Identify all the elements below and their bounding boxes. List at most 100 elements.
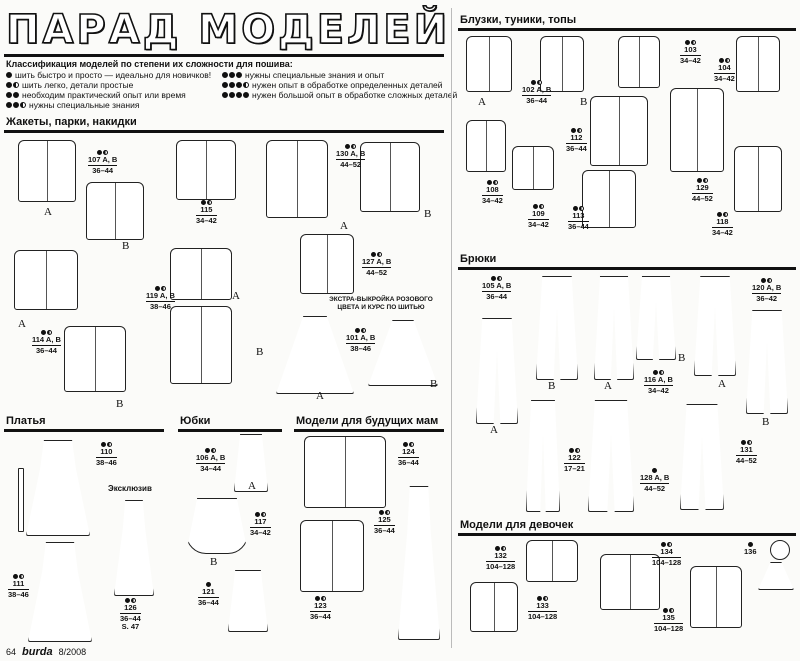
skirt-sketch [228, 570, 268, 632]
difficulty-dots-icon [528, 204, 549, 209]
blouse-sketch [736, 36, 780, 92]
difficulty-dots-icon [680, 40, 701, 45]
difficulty-dots-icon [522, 80, 551, 85]
variant-letter: B [580, 96, 588, 108]
cardigan-sketch [170, 306, 232, 384]
difficulty-dots-icon [652, 542, 681, 547]
model-sizes: 36–42 [752, 292, 782, 304]
model-sizes: 34–44 [196, 462, 226, 474]
difficulty-dots-icon [362, 252, 391, 257]
section-rule [4, 130, 444, 133]
variant-letter: A [316, 390, 324, 402]
model-number: 112 [570, 133, 583, 142]
model-sizes: 34–42 [528, 218, 549, 229]
section-dresses: Платья [6, 415, 46, 427]
difficulty-dots-icon [692, 178, 713, 183]
difficulty-dots-icon [568, 206, 589, 211]
model-sizes: 17–21 [564, 462, 585, 473]
model-sizes: 104–128 [652, 556, 682, 567]
variant-letter: A [340, 220, 348, 232]
model-number: 107 A, B [88, 155, 118, 164]
model-number: 134 [660, 547, 673, 556]
model-sizes: 36–44 [482, 290, 512, 302]
difficulty-dots-icon [528, 596, 557, 601]
model-number: 113 [572, 211, 585, 220]
tunic-sketch [540, 36, 584, 92]
legend-item: нужны специальные знания и опыт [222, 70, 442, 80]
model-sizes: 38–46 [8, 588, 29, 599]
difficulty-dots-icon [196, 448, 225, 453]
legend-item: нужен опыт в обработке определенных дета… [222, 80, 443, 90]
model-number: 101 A, B [346, 333, 376, 342]
model-number: 124 [402, 447, 415, 456]
model-number: 132 [494, 551, 507, 560]
model-number: 106 A, B [196, 453, 226, 462]
brand-logo: burda [22, 646, 53, 658]
model-number: 123 [314, 601, 327, 610]
model-sizes: 36–44 [120, 612, 141, 623]
pants-sketch [594, 276, 634, 380]
legend-item: нужен большой опыт в обработке сложных д… [222, 90, 457, 100]
difficulty-dots-icon [736, 440, 757, 445]
legend-item: необходим практический опыт или время [6, 90, 216, 100]
section-girls: Модели для девочек [460, 519, 574, 531]
page-title: ПАРАД МОДЕЛЕЙ [5, 7, 451, 53]
blouse-sketch [670, 88, 724, 172]
model-number: 104 [718, 63, 731, 72]
skirt-sketch [186, 498, 248, 554]
jacket-sketch [18, 140, 76, 202]
model-sizes: 38–46 [346, 342, 376, 354]
parka-sketch [64, 326, 126, 392]
dress-sketch [26, 440, 90, 536]
jacket-sketch [300, 234, 354, 294]
smiley-face-icon [770, 540, 790, 560]
halter-dress-sketch [114, 500, 154, 596]
difficulty-dots-icon [6, 102, 26, 108]
section-maternity: Модели для будущих мам [296, 415, 439, 427]
pants-sketch [588, 400, 634, 512]
difficulty-dots-icon [336, 144, 365, 149]
model-sizes: 34–42 [680, 54, 701, 65]
dress-sketch [28, 542, 92, 642]
section-skirts: Юбки [180, 415, 211, 427]
tunic-sketch [600, 554, 660, 610]
model-number: 105 A, B [482, 281, 512, 290]
model-sizes: 34–42 [712, 226, 733, 237]
blouse-sketch [466, 36, 512, 92]
difficulty-dots-icon [222, 92, 249, 98]
model-sizes: 38–46 [146, 300, 175, 312]
model-number: 126 [124, 603, 137, 612]
model-sizes: 36–44 [198, 596, 219, 607]
tunic-sketch [304, 436, 386, 508]
difficulty-dots-icon [8, 574, 29, 579]
variant-letter: A [248, 480, 256, 492]
leggings-sketch [526, 400, 560, 512]
model-sizes: 44–52 [362, 266, 392, 278]
model-sizes: 36–44 [566, 142, 587, 153]
tunic-sketch [590, 96, 648, 166]
model-sizes: 34–42 [482, 194, 503, 205]
section-rule [178, 429, 282, 432]
jacket-sketch [526, 540, 578, 582]
legend-right: нужны специальные знания и опыт нужен оп… [222, 70, 457, 100]
difficulty-dots-icon [32, 330, 61, 335]
model-number: 110 [100, 447, 113, 456]
jacket-sketch [176, 140, 236, 200]
variant-letter: B [424, 208, 432, 220]
cape-sketch [368, 320, 438, 386]
